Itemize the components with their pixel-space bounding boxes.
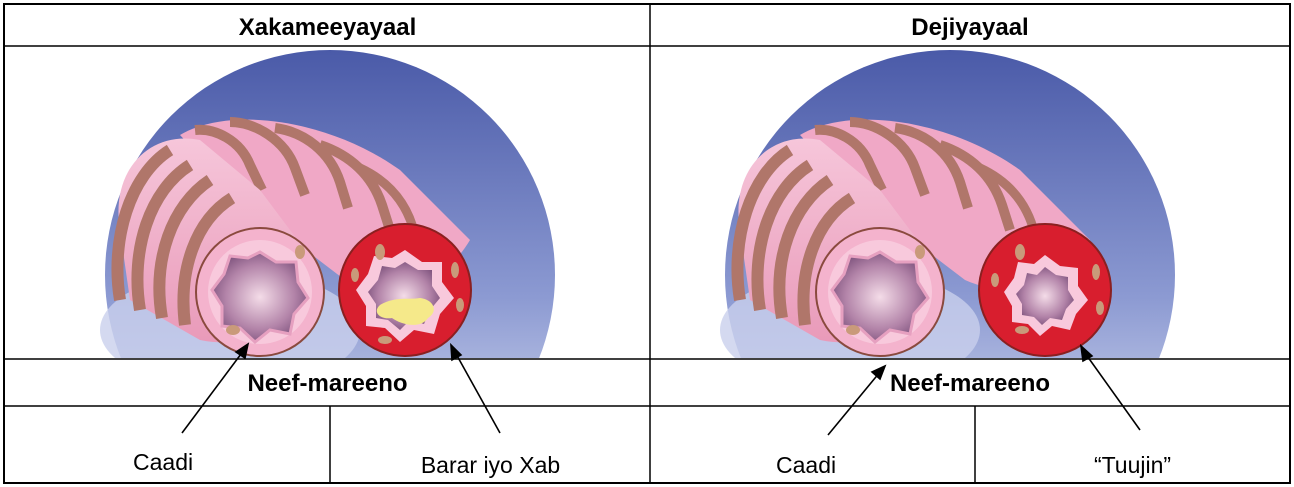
label-normal-controllers: Caadi [133, 449, 193, 476]
header-controllers: Xakameeyayaal [5, 14, 650, 42]
airway-illustration-relievers [720, 50, 1175, 487]
normal-airway-cross-section [196, 228, 324, 356]
subheader-controllers: Neef-mareeno [5, 370, 650, 398]
constricted-airway-cross-section [979, 224, 1111, 356]
label-normal-relievers: Caadi [776, 452, 836, 479]
airway-illustration-controllers [100, 50, 555, 487]
inflamed-airway-cross-section [339, 224, 471, 356]
label-constricted-relievers: “Tuujin” [976, 452, 1289, 479]
normal-airway-cross-section [816, 228, 944, 356]
subheader-relievers: Neef-mareeno [651, 370, 1289, 398]
label-inflamed-controllers: Barar iyo Xab [331, 452, 650, 479]
header-relievers: Dejiyayaal [651, 14, 1289, 42]
